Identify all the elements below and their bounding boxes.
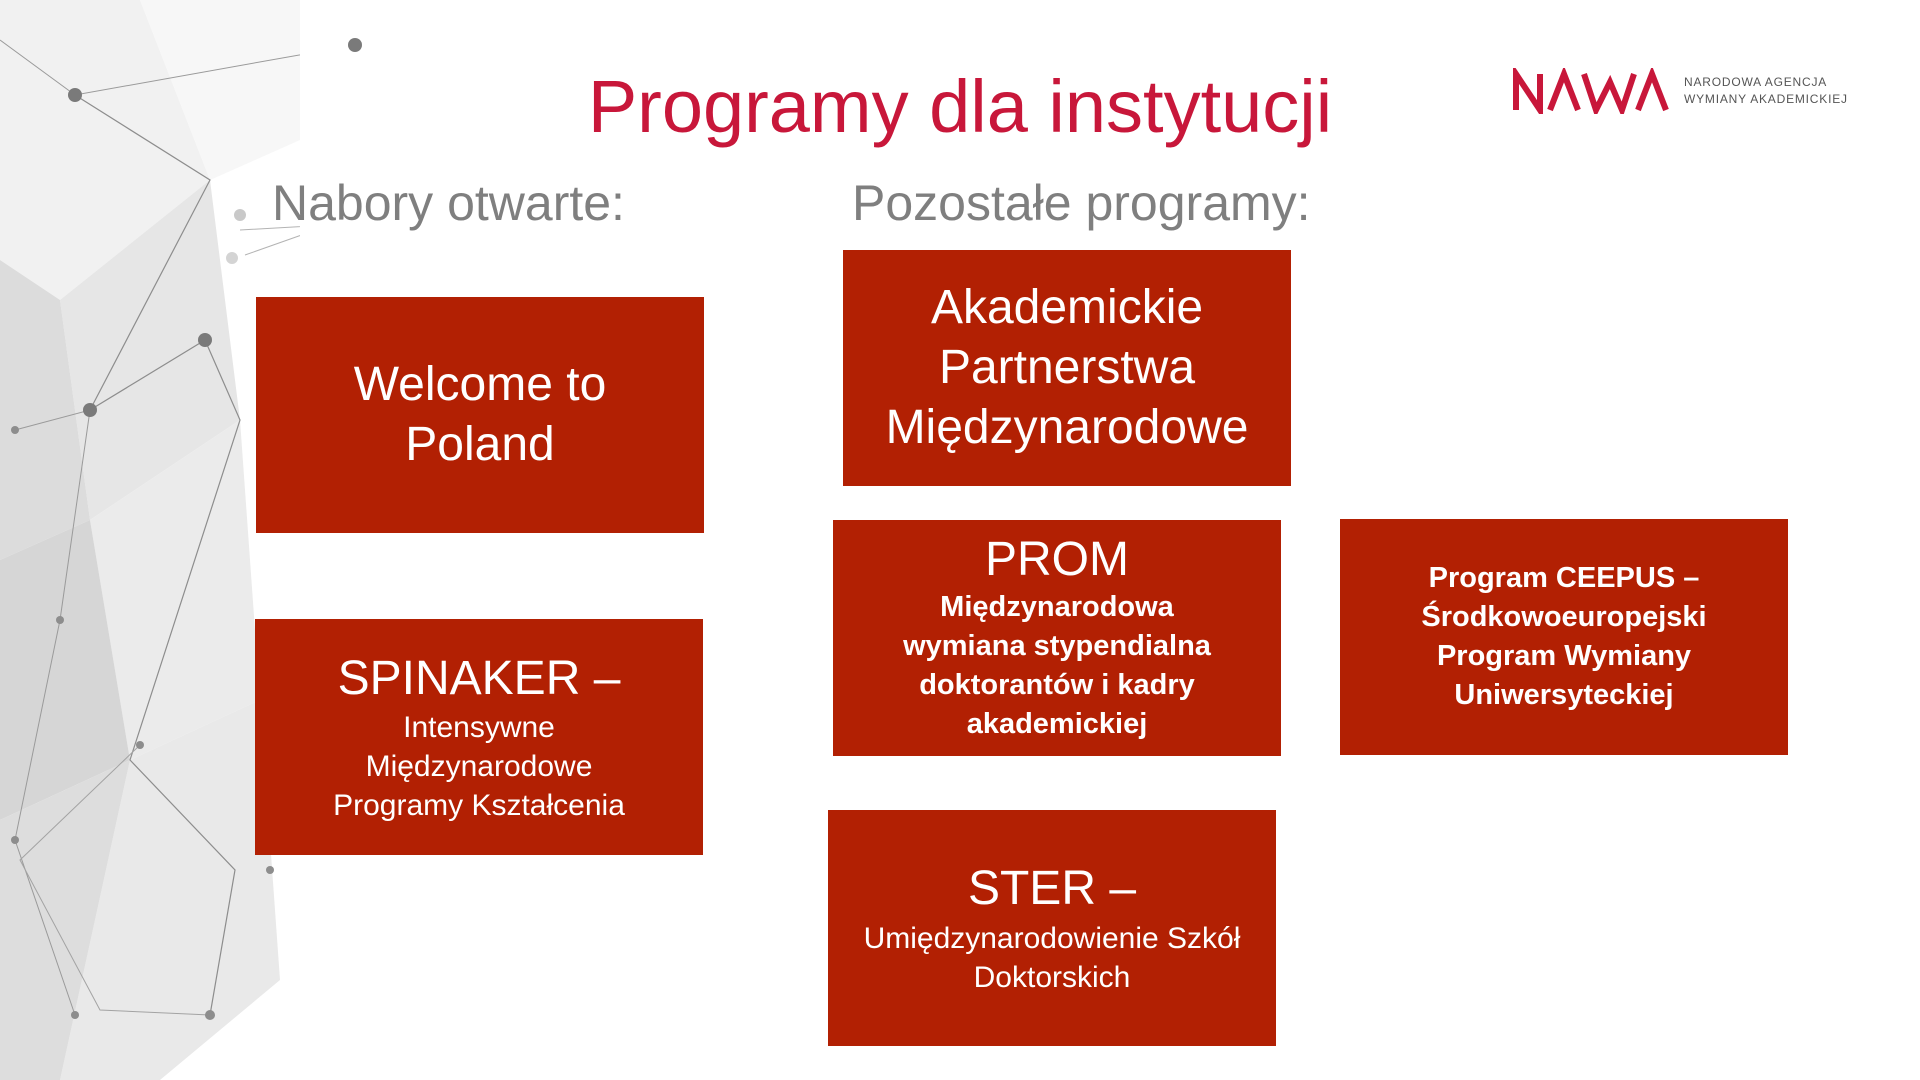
program-box-text: Welcome to	[353, 358, 607, 411]
program-box-text: Program CEEPUS –	[1428, 562, 1700, 594]
program-box-text: doktorantów i kadry	[919, 669, 1195, 701]
program-box-text: Międzynarodowe	[365, 749, 593, 783]
program-box-prom[interactable]: PROM Międzynarodowa wymiana stypendialna…	[833, 520, 1281, 756]
program-box-akademickie-partnerstwa[interactable]: Akademickie Partnerstwa Międzynarodowe	[843, 250, 1291, 486]
slide-title: Programy dla instytucji	[587, 65, 1333, 148]
logo-caption-line2: WYMIANY AKADEMICKIEJ	[1684, 92, 1848, 106]
decorative-network-background	[0, 0, 300, 1080]
program-box-welcome-to-poland[interactable]: Welcome to Poland	[256, 297, 704, 533]
program-box-title: PROM	[985, 533, 1129, 586]
program-box-ceepus[interactable]: Program CEEPUS – Środkowoeuropejski Prog…	[1340, 519, 1788, 755]
program-box-spinaker[interactable]: SPINAKER – Intensywne Międzynarodowe Pro…	[255, 619, 703, 855]
program-box-text: Środkowoeuropejski	[1421, 601, 1707, 633]
program-box-text: Uniwersyteckiej	[1454, 679, 1674, 711]
program-box-title: STER –	[967, 862, 1137, 915]
program-box-text: Partnerstwa	[938, 341, 1196, 394]
program-box-text: Poland	[405, 418, 555, 471]
program-box-text: Intensywne	[403, 710, 555, 744]
logo-caption-line1: NARODOWA AGENCJA	[1684, 75, 1828, 89]
program-box-title: SPINAKER –	[337, 651, 621, 705]
program-box-ster[interactable]: STER – Umiędzynarodowienie Szkół Doktors…	[828, 810, 1276, 1046]
program-box-text: akademickiej	[966, 708, 1148, 740]
nawa-wordmark-icon	[1513, 68, 1669, 114]
nawa-logo: NARODOWA AGENCJA WYMIANY AKADEMICKIEJ	[1512, 68, 1847, 118]
decorative-node	[348, 38, 362, 52]
logo-caption: NARODOWA AGENCJA WYMIANY AKADEMICKIEJ	[1684, 74, 1848, 108]
program-box-text: Umiędzynarodowienie Szkół	[863, 922, 1241, 955]
open-calls-heading: Nabory otwarte:	[272, 175, 625, 231]
program-box-text: Międzynarodowe	[885, 401, 1249, 454]
program-box-text: Program Wymiany	[1436, 640, 1692, 672]
program-box-text: Doktorskich	[973, 961, 1131, 994]
program-box-text: Programy Kształcenia	[333, 788, 625, 822]
program-box-text: Akademickie	[930, 281, 1204, 334]
other-programs-heading: Pozostałe programy:	[852, 175, 1311, 231]
program-box-text: wymiana stypendialna	[903, 630, 1211, 662]
program-box-text: Międzynarodowa	[940, 591, 1174, 623]
